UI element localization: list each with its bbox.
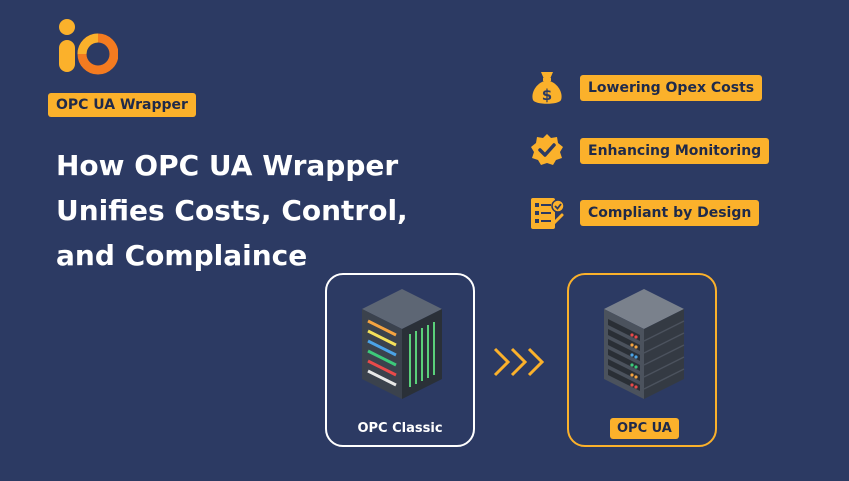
server-rack-icon bbox=[362, 289, 442, 399]
io-logo-icon bbox=[59, 19, 118, 75]
title-line-2: Unifies Costs, Control, bbox=[56, 194, 408, 227]
feature-monitoring: Enhancing Monitoring bbox=[528, 132, 770, 170]
triple-chevron-right-icon bbox=[493, 347, 545, 377]
product-tag: OPC UA Wrapper bbox=[48, 93, 196, 117]
money-bag-icon: $ bbox=[532, 72, 562, 104]
server-rack-icon bbox=[604, 289, 685, 399]
opc-ua-card: OPC UA bbox=[567, 273, 717, 447]
badge-check-icon bbox=[531, 134, 563, 165]
title-line-3: and Complaince bbox=[56, 239, 308, 272]
feature-label: Lowering Opex Costs bbox=[580, 75, 763, 101]
feature-label: Compliant by Design bbox=[580, 200, 760, 226]
feature-label: Enhancing Monitoring bbox=[580, 138, 770, 164]
svg-text:$: $ bbox=[542, 86, 552, 104]
checklist-icon bbox=[531, 198, 565, 229]
feature-opex: $ Lowering Opex Costs bbox=[528, 69, 763, 107]
feature-compliance: Compliant by Design bbox=[528, 194, 760, 232]
page-title: How OPC UA Wrapper Unifies Costs, Contro… bbox=[56, 143, 436, 278]
title-line-1: How OPC UA Wrapper bbox=[56, 149, 399, 182]
server-caption: OPC UA bbox=[610, 418, 679, 439]
opc-classic-card: OPC Classic bbox=[325, 273, 475, 447]
server-caption: OPC Classic bbox=[357, 421, 443, 436]
